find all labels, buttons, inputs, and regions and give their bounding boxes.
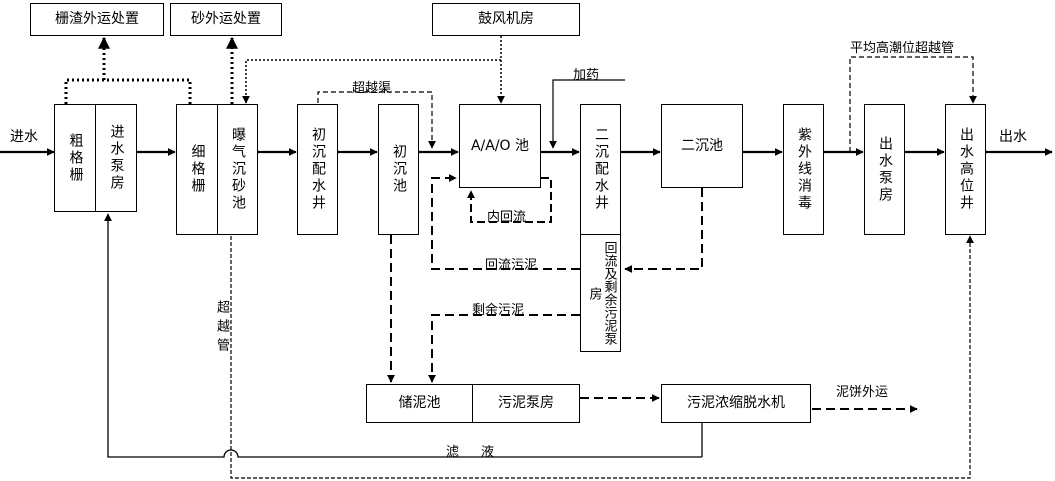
label-dosing: 加药 (573, 68, 600, 83)
node-outlet-high-well: 出水高位井 (945, 104, 986, 235)
node-uv-disinfection: 紫外线消毒 (783, 104, 824, 235)
node-grit-disposal: 砂外运处置 (170, 3, 282, 36)
node-fine-screen: 细格栅 (176, 104, 218, 235)
label-return-sludge: 回流污泥 (485, 258, 538, 273)
node-aerated-grit: 曝气沉砂池 (217, 104, 258, 235)
node-screenings-disposal: 栅渣外运处置 (30, 3, 164, 36)
node-blower-room: 鼓风机房 (432, 3, 580, 36)
bypass-pipe-line (230, 235, 974, 479)
sludge-lines (387, 174, 918, 413)
air-supply-line (242, 36, 505, 104)
label-inflow: 进水 (10, 129, 38, 145)
label-internal-recycle: 内回流 (487, 210, 527, 225)
overflow-channel-line (317, 91, 436, 149)
node-dewatering: 污泥浓缩脱水机 (661, 384, 811, 423)
node-secondary-clarifier: 二沉池 (661, 104, 743, 188)
node-aao-tank: A/A/O 池 (459, 104, 541, 188)
node-primary-clarifier: 初沉池 (378, 104, 419, 235)
dosing-line (549, 79, 625, 149)
tide-bypass-line (849, 56, 977, 152)
filtrate-line (104, 213, 703, 458)
label-excess-sludge: 剩余污泥 (472, 303, 525, 318)
screenings-grit-lines (64, 36, 238, 104)
node-inlet-pump: 进水泵房 (95, 104, 137, 212)
label-overflow-channel: 超越渠 (352, 81, 392, 96)
node-sludge-pump-room-return: 回流及剩余污泥泵房 (580, 234, 621, 352)
node-primary-distribution: 初沉配水井 (297, 104, 338, 235)
label-filtrate: 滤液 (446, 445, 517, 460)
label-tide-bypass: 平均高潮位超越管 (850, 41, 955, 56)
node-outlet-pump: 出水泵房 (864, 104, 905, 235)
label-bypass-pipe: 超越管 (214, 300, 229, 357)
label-cake-disposal: 泥饼外运 (836, 385, 889, 400)
node-sludge-storage: 储泥池 (366, 384, 473, 423)
node-coarse-screen: 粗格栅 (54, 104, 96, 212)
label-outflow: 出水 (999, 129, 1027, 145)
node-sludge-pump: 污泥泵房 (472, 384, 580, 423)
node-secondary-distribution: 二沉配水井 (580, 104, 621, 235)
internal-recycle-line (467, 177, 552, 223)
